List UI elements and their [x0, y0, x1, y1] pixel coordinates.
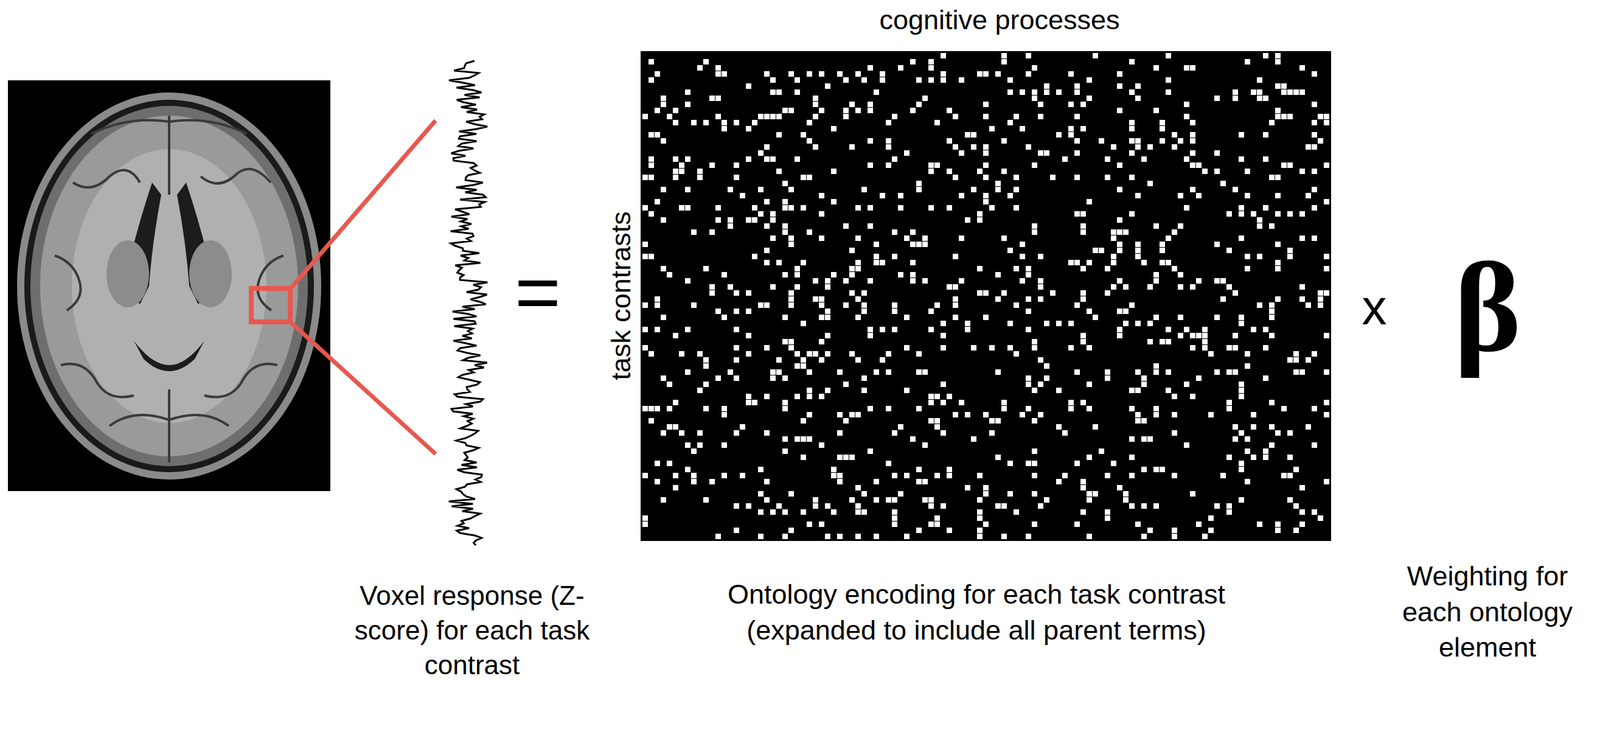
beta-symbol: β	[1453, 243, 1522, 372]
times-sign: x	[1362, 282, 1388, 333]
zoom-callout	[251, 120, 436, 454]
axis-title: task contrasts	[607, 211, 635, 381]
axis-title: cognitive processes	[879, 6, 1120, 34]
voxel-signal	[448, 60, 488, 546]
equals-sign: =	[514, 252, 561, 332]
caption: Voxel response (Z-score) for each task c…	[344, 577, 600, 683]
brain-scan	[7, 80, 331, 491]
ontology-matrix	[640, 51, 1332, 541]
caption: Ontology encoding for each task contrast…	[666, 576, 1287, 648]
caption: Weighting for each ontology element	[1377, 558, 1597, 666]
